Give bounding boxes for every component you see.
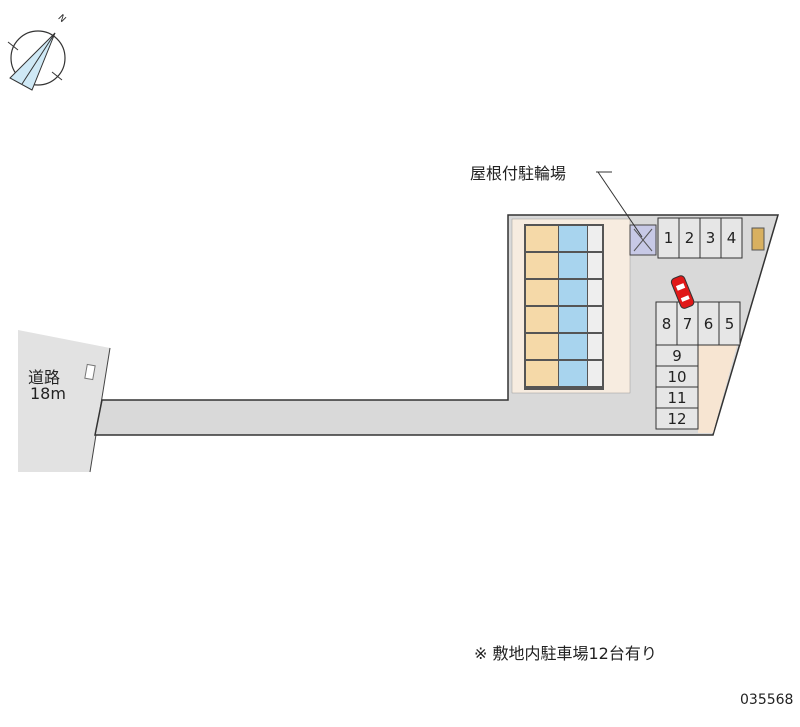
- unit-room: [526, 334, 558, 359]
- unit-room: [526, 280, 558, 305]
- car-icon: [670, 275, 695, 309]
- parking-stall-number: 10: [667, 367, 687, 386]
- parking-stall-number: 2: [684, 229, 695, 247]
- parking-stall-number: 12: [667, 409, 687, 428]
- label-leader-line: [597, 171, 643, 238]
- parking-stall-number: 3: [705, 229, 716, 247]
- apartment-building: [524, 224, 604, 390]
- parking-stall-number: 11: [667, 388, 687, 407]
- unit-room: [559, 253, 587, 278]
- unit-room: [559, 226, 587, 251]
- unit-room: [526, 253, 558, 278]
- unit-balcony: [588, 226, 602, 251]
- property-id: 035568: [740, 692, 794, 708]
- parking-stall: [655, 407, 699, 430]
- unit-room: [559, 307, 587, 332]
- parking-note: ※ 敷地内駐車場12台有り: [474, 644, 657, 663]
- unit-balcony: [588, 307, 602, 332]
- compass-icon: [7, 30, 66, 91]
- unit-room: [559, 280, 587, 305]
- unit-room: [526, 307, 558, 332]
- unit-room: [526, 226, 558, 251]
- parking-stall-number: 5: [724, 314, 735, 333]
- parking-stall-number: 4: [726, 229, 737, 247]
- unit-room: [559, 334, 587, 359]
- bicycle-parking-label: 屋根付駐輪場: [470, 164, 567, 183]
- unit-room: [559, 361, 587, 386]
- unit-balcony: [588, 361, 602, 386]
- road-width-label: 18m: [30, 384, 66, 403]
- parking-stall-number: 8: [661, 314, 672, 333]
- trash-icon: [751, 227, 765, 251]
- unit-balcony: [588, 253, 602, 278]
- parking-stall-number: 1: [663, 229, 674, 247]
- unit-balcony: [588, 334, 602, 359]
- parking-stall: [720, 217, 743, 259]
- unit-balcony: [588, 280, 602, 305]
- parking-stall-number: 6: [703, 314, 714, 333]
- parking-stall: [718, 301, 741, 346]
- road-name-label: 道路: [28, 368, 61, 387]
- parking-stall-number: 9: [672, 346, 682, 365]
- bicycle-parking-shed: [629, 224, 657, 256]
- unit-room: [526, 361, 558, 386]
- parking-stall-number: 7: [682, 314, 693, 333]
